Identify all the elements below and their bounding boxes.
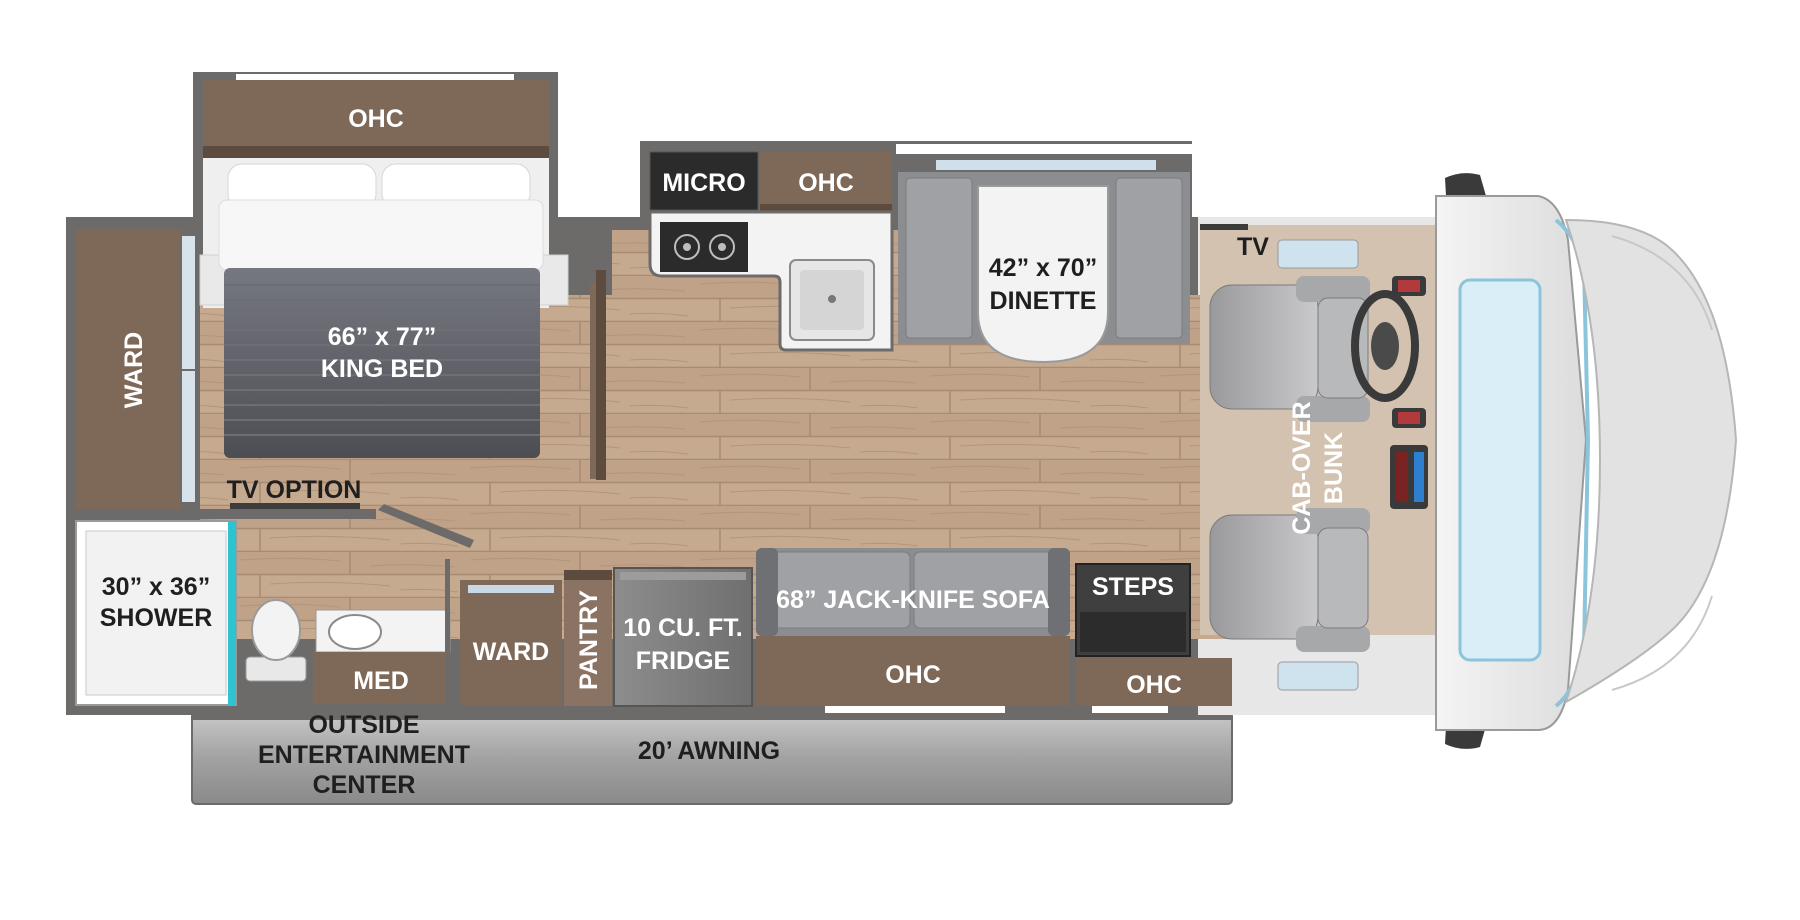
jack-knife-sofa: 68” JACK-KNIFE SOFA <box>756 548 1070 636</box>
fridge-size-label: 10 CU. FT. <box>623 614 742 642</box>
passenger-seat-icon <box>1209 508 1370 652</box>
bath-wardrobe: WARD <box>445 559 562 707</box>
toilet-icon <box>245 599 307 682</box>
steps-ohc: OHC <box>1076 658 1232 713</box>
shower-name-label: SHOWER <box>100 604 213 632</box>
steps-label: STEPS <box>1092 573 1174 601</box>
dinette-name-label: DINETTE <box>990 287 1097 315</box>
rear-ward-label: WARD <box>120 332 148 408</box>
bed-name-label: KING BED <box>321 355 443 383</box>
dinette-size-label: 42” x 70” <box>989 254 1097 282</box>
bath-ward-label: WARD <box>473 638 549 666</box>
exterior-labels: OUTSIDE ENTERTAINMENT CENTER 20’ AWNING <box>258 711 780 799</box>
tv-option: TV OPTION <box>227 476 362 509</box>
cab-over-label-2: BUNK <box>1320 432 1348 504</box>
sink-icon <box>328 614 382 650</box>
kitchen-sink-icon <box>789 259 875 341</box>
bedroom-ohc: OHC <box>203 74 549 158</box>
cab-over-label-1: CAB-OVER <box>1288 401 1316 534</box>
microwave-label: MICRO <box>662 169 745 197</box>
pantry: PANTRY <box>564 570 612 706</box>
shower-size-label: 30” x 36” <box>102 573 210 601</box>
outside-ec-label-3: CENTER <box>313 771 416 799</box>
dinette: 42” x 70” DINETTE <box>896 144 1192 364</box>
shower: 30” x 36” SHOWER <box>75 520 237 706</box>
bed-icon: 66” x 77” KING BED <box>199 158 569 458</box>
rear-wardrobe: WARD <box>76 229 197 509</box>
med-cabinet-label: MED <box>353 667 409 695</box>
outside-ec-label-2: ENTERTAINMENT <box>258 741 470 769</box>
cab-front <box>1435 173 1738 749</box>
pantry-label: PANTRY <box>575 590 603 690</box>
fridge-name-label: FRIDGE <box>636 647 730 675</box>
fridge: 10 CU. FT. FRIDGE <box>613 567 753 707</box>
tv-label: TV <box>1237 233 1269 261</box>
steps-ohc-label: OHC <box>1126 671 1182 699</box>
bedroom-ohc-label: OHC <box>348 105 404 133</box>
bedroom-side-cabinet <box>590 270 606 480</box>
awning-label: 20’ AWNING <box>638 737 780 765</box>
driver-seat-icon <box>1209 276 1370 422</box>
stove-icon <box>660 222 748 272</box>
kitchen-ohc-label: OHC <box>798 169 854 197</box>
sofa-label: 68” JACK-KNIFE SOFA <box>776 586 1050 614</box>
kitchen: MICRO OHC <box>648 151 894 352</box>
bath-vanity: MED <box>313 609 451 704</box>
cab-interior: TV CAB-OVER BUNK <box>1200 224 1436 691</box>
entry-steps: STEPS <box>1075 563 1191 657</box>
bath-wall <box>76 504 474 548</box>
sofa-ohc-label: OHC <box>885 661 941 689</box>
bed-size-label: 66” x 77” <box>328 323 436 351</box>
sofa-ohc: OHC <box>756 636 1070 713</box>
steering-wheel-icon <box>1351 290 1419 402</box>
outside-ec-label-1: OUTSIDE <box>308 711 419 739</box>
tv-option-label: TV OPTION <box>227 476 362 504</box>
